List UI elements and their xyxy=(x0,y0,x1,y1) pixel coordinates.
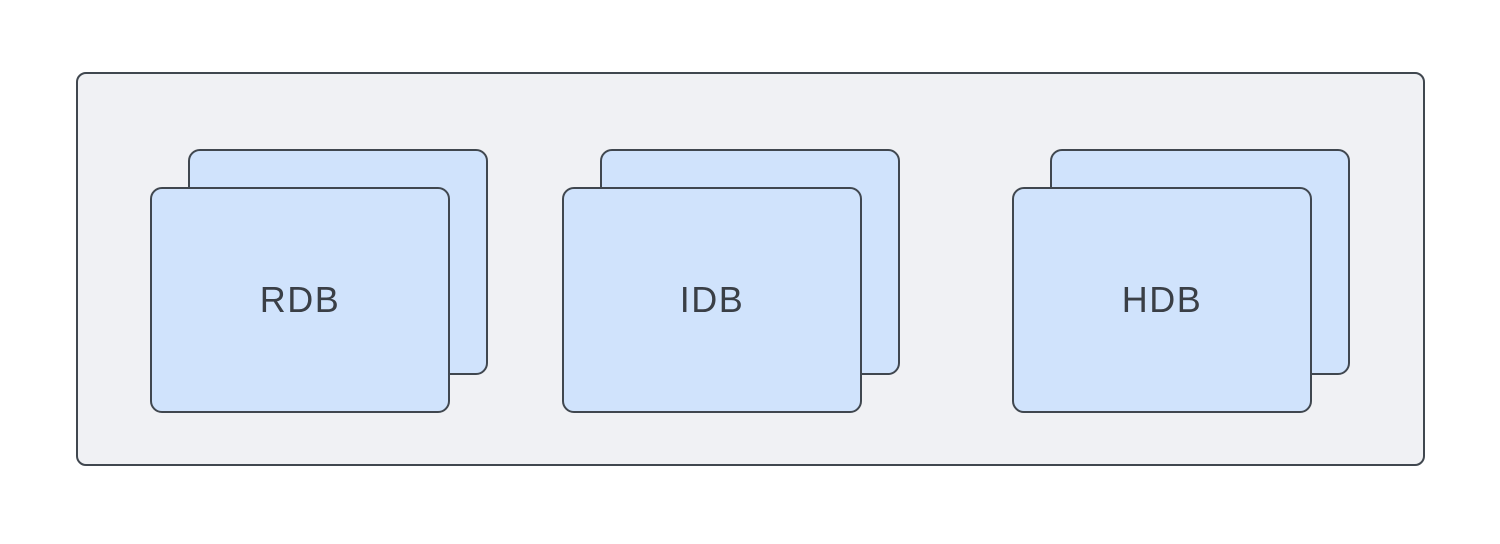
db-group-idb: IDB xyxy=(562,149,900,413)
stacked-card-front: RDB xyxy=(150,187,450,413)
db-group-hdb: HDB xyxy=(1012,149,1350,413)
db-group-rdb: RDB xyxy=(150,149,488,413)
stacked-card-front: HDB xyxy=(1012,187,1312,413)
stacked-card-front: IDB xyxy=(562,187,862,413)
db-label-idb: IDB xyxy=(679,279,745,320)
db-label-hdb: HDB xyxy=(1121,279,1203,320)
db-label-rdb: RDB xyxy=(259,279,341,320)
